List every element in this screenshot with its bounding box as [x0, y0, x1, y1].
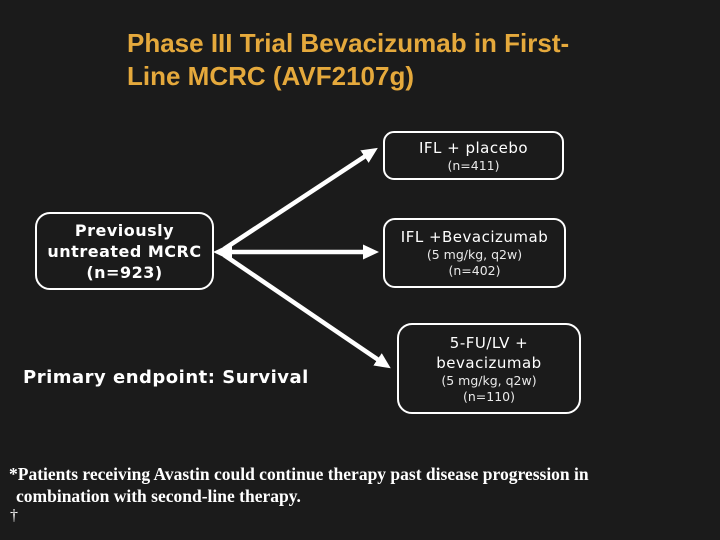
- slide-title: Phase III Trial Bevacizumab in First- Li…: [127, 27, 647, 93]
- arm-box-ifl-bevacizumab: IFL +Bevacizumab (5 mg/kg, q2w) (n=402): [383, 218, 566, 288]
- arm1-n: (n=411): [447, 157, 500, 173]
- arm3-name-line1: 5-FU/LV +: [449, 333, 529, 352]
- footnote-line1: *Patients receiving Avastin could contin…: [9, 464, 589, 484]
- population-line2: untreated MCRC: [47, 241, 202, 261]
- arrow-junction-head: [213, 243, 232, 261]
- arm-box-ifl-placebo: IFL + placebo (n=411): [383, 131, 564, 180]
- arm1-name: IFL + placebo: [418, 138, 529, 157]
- arm2-dose: (5 mg/kg, q2w): [426, 247, 523, 262]
- slide-title-line2: Line MCRC (AVF2107g): [127, 61, 414, 91]
- footnote: *Patients receiving Avastin could contin…: [9, 463, 589, 525]
- slide-title-line1: Phase III Trial Bevacizumab in First-: [127, 28, 570, 58]
- arm-box-5fu-lv-bevacizumab: 5-FU/LV + bevacizumab (5 mg/kg, q2w) (n=…: [397, 323, 581, 414]
- arm2-n: (n=402): [448, 263, 501, 278]
- arm3-n: (n=110): [462, 388, 515, 404]
- population-box: Previously untreated MCRC (n=923): [35, 212, 214, 290]
- footnote-dagger: †: [10, 507, 18, 524]
- population-line1: Previously: [74, 220, 175, 240]
- population-line3: (n=923): [86, 262, 163, 282]
- arm3-name-line2: bevacizumab: [436, 353, 542, 372]
- footnote-line2: combination with second-line therapy.: [16, 486, 301, 506]
- arrow-to-ifl-placebo: [222, 147, 378, 251]
- primary-endpoint-label: Primary endpoint: Survival: [23, 367, 309, 388]
- arrow-to-5fu-lv-bevacizumab: [222, 253, 391, 369]
- arm3-dose: (5 mg/kg, q2w): [441, 372, 537, 388]
- arm2-name: IFL +Bevacizumab: [400, 228, 549, 246]
